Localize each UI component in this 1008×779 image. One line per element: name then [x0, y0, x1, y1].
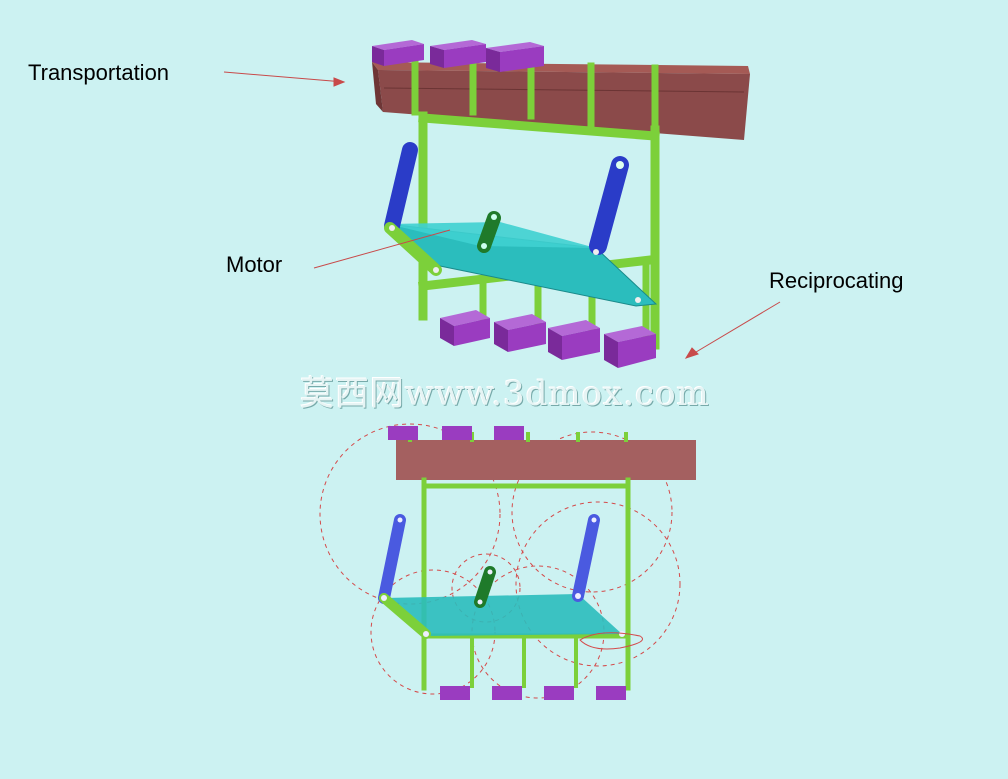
top-block-2d: [494, 426, 524, 440]
bottom-block-2d: [544, 686, 574, 700]
reciprocating-label: Reciprocating: [769, 268, 904, 294]
conveyor-2d: [396, 440, 696, 480]
transportation-label: Transportation: [28, 60, 169, 86]
bottom-block-2d: [492, 686, 522, 700]
crank-3d: [484, 218, 494, 246]
top-blocks-2d: [388, 426, 524, 440]
bottom-block-2d: [596, 686, 626, 700]
top-block-2d: [388, 426, 418, 440]
top-block-2d: [442, 426, 472, 440]
watermark: 莫西网www.3dmox.com: [300, 366, 710, 415]
motor-label: Motor: [226, 252, 282, 278]
bottom-block-2d: [440, 686, 470, 700]
